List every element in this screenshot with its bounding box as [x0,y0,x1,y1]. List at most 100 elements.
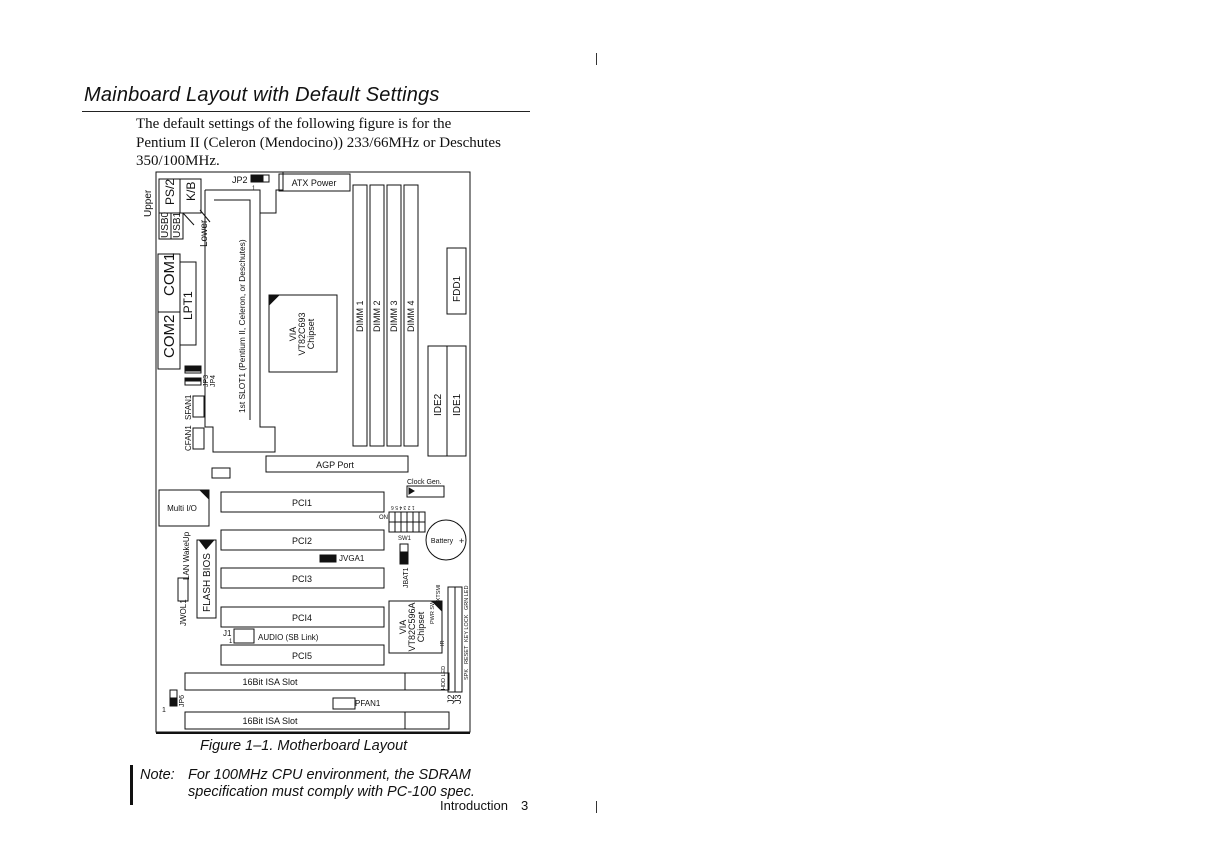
keylock-label: KEY LOCK [464,614,470,642]
pci2-slot [220,529,385,551]
jwol1-header [177,577,189,602]
title-rule [82,111,530,112]
agp-label: AGP Port [316,460,354,470]
footer-section-label: Introduction [440,798,508,813]
pfan1-connector [332,697,356,710]
j3-front-panel-header [454,586,463,693]
jbat1-label: JBAT1 [403,567,410,588]
j1-audio-header [233,628,255,644]
isa-slot-1-label: 16Bit ISA Slot [242,677,298,687]
slot1-socket [204,172,284,453]
section-title: Mainboard Layout with Default Settings [84,84,440,106]
figure-caption: Figure 1–1. Motherboard Layout [200,738,408,754]
dimm3-label: DIMM 3 [389,301,399,333]
multi-io-label: Multi I/O [167,504,197,513]
upper-label: Upper [143,189,154,217]
com2-label: COM2 [161,315,178,358]
jp3-label: JP3 [203,375,210,387]
cfan1-label: CFAN1 [184,425,193,451]
grn-led-label: GRN LED [464,586,470,610]
lpt1-label: LPT1 [181,291,195,320]
pwrsw-label: PWR SW [430,600,436,624]
ide2-label: IDE2 [433,393,444,416]
ps2-label: PS/2 [163,179,177,205]
fdd1-label: FDD1 [452,275,463,302]
ide1-connector [446,345,467,457]
extsmi-label: EXTSMI [436,584,442,605]
isa-slot-1 [184,672,450,691]
small-chip [211,467,231,479]
atx-power-label: ATX Power [292,178,337,188]
board-outline [155,171,471,733]
isa-slot-2 [184,711,450,730]
jp2-pin-label: 1 [252,186,256,192]
jp6-label: JP6 [179,695,186,707]
intro-line: 350/100MHz. [136,153,220,169]
j1-label: J1 [223,629,232,638]
j1-pin-label: 1 [229,639,233,645]
flash-bios-chip [196,539,217,619]
usb1-port [170,212,184,240]
jvga1-label: JVGA1 [339,554,365,563]
battery-label: Battery [431,538,454,545]
pci5-slot [220,644,385,666]
note-line: specification must comply with PC-100 sp… [188,784,475,800]
isa-slot-2-label: 16Bit ISA Slot [242,716,298,726]
crop-mark-top [596,53,597,65]
jp4-label: JP4 [210,375,217,387]
j3-label: J3 [453,694,463,704]
sw1-number-labels: 1 2 3 4 5 6 [391,504,415,510]
crop-mark-bottom [596,801,597,813]
ir-label: IR [440,640,446,646]
jp2-label: JP2 [232,175,248,185]
intro-line: Pentium II (Celeron (Mendocino)) 233/66M… [136,134,501,151]
dimm1-label: DIMM 1 [355,301,365,333]
note-line: For 100MHz CPU environment, the SDRAM [188,767,471,783]
jp6-pin-label: 1 [162,707,166,714]
dimm2-label: DIMM 2 [372,301,382,333]
pfan1-label: PFAN1 [355,699,381,708]
sw1-label: SW1 [398,536,412,542]
lower-label: Lower [199,219,210,247]
intro-line: The default settings of the following fi… [136,116,452,132]
battery-cell [425,519,467,561]
note-label: Note: [140,767,175,783]
pci4-label: PCI4 [292,613,312,623]
dimm4-label: DIMM 4 [406,301,416,333]
j2-label: J2 [446,694,456,704]
sfan1-connector [192,395,205,418]
clock-gen-chip [406,485,445,498]
com1-label: COM1 [161,253,178,296]
dimm4-slot [403,184,419,447]
via693-line3: Chipset [306,318,316,349]
usb0-label: USB0 [160,211,171,238]
dimm2-slot [369,184,385,447]
flash-bios-label: FLASH BIOS [202,553,213,612]
fdd1-connector [446,247,467,315]
pci5-label: PCI5 [292,651,312,661]
via693-line1: VIA [288,327,298,342]
battery-plus-label: + [459,536,464,546]
lpt1-port [179,261,197,346]
pci1-slot [220,491,385,513]
dimm1-slot [352,184,368,447]
kb-label: K/B [184,182,198,201]
atx-power-connector [278,173,351,192]
sw1-on-label: ON [379,515,388,521]
north-bridge-chip [268,294,338,373]
note-bar [130,765,133,805]
footer-page-number: 3 [521,798,529,813]
pci3-label: PCI3 [292,574,312,584]
sfan1-label: SFAN1 [184,394,193,420]
pci4-slot [220,606,385,628]
reset-label: RESET [464,645,470,664]
pci3-slot [220,567,385,589]
audio-label: AUDIO (SB Link) [258,633,319,642]
intro-paragraph: The default settings of the following fi… [136,115,536,171]
via596-line2: VT82C596A [407,602,417,651]
pci1-label: PCI1 [292,498,312,508]
spk-label: SPK [464,669,470,680]
lan-wakeup-label: LAN WakeUp [182,531,191,580]
hdd-led-label: HDD LED [441,666,447,690]
